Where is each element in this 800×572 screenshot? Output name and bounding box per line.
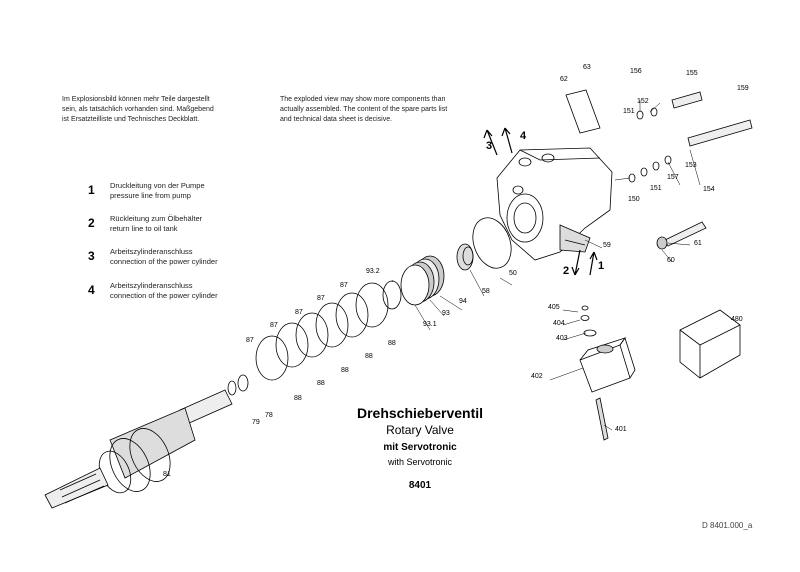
callout: 153 [685, 162, 697, 169]
callout: 87 [270, 322, 278, 329]
legend-num-3: 3 [88, 249, 95, 263]
title-german: Drehschieberventil [356, 405, 484, 421]
callout: 93.2 [366, 268, 380, 275]
callout: 94 [459, 298, 467, 305]
callout: 60 [667, 257, 675, 264]
top-right-parts [628, 91, 753, 250]
port-label-2: 2 [563, 265, 570, 277]
leader-lines [391, 100, 701, 431]
callout: 150 [628, 196, 640, 203]
callout: 403 [556, 335, 568, 342]
solenoid-valve [579, 305, 636, 441]
callout: 62 [560, 76, 568, 83]
callout: 152 [637, 98, 649, 105]
valve-housing [496, 147, 613, 261]
callout: 154 [703, 186, 715, 193]
callout: 159 [737, 85, 749, 92]
callout: 87 [340, 282, 348, 289]
callout: 61 [694, 240, 702, 247]
port-label-4: 4 [520, 130, 527, 142]
control-unit [679, 309, 741, 379]
callout: 151 [650, 185, 662, 192]
valve-spool [400, 255, 445, 306]
callout: 157 [667, 174, 679, 181]
callout: 88 [341, 367, 349, 374]
callout: 155 [686, 70, 698, 77]
callout: 156 [630, 68, 642, 75]
bearing [456, 243, 474, 271]
callout: 50 [509, 270, 517, 277]
port-label-1: 1 [598, 260, 605, 272]
callout: 59 [603, 242, 611, 249]
port-arrows [483, 127, 598, 276]
callout: 81 [163, 471, 171, 478]
callout: 93 [442, 310, 450, 317]
model-code: 8401 [408, 480, 432, 491]
legend-num-1: 1 [88, 183, 95, 197]
callout: 151 [623, 108, 635, 115]
callout: 63 [583, 64, 591, 71]
subtitle-english: with Servotronic [387, 457, 453, 467]
legend-num-4: 4 [88, 283, 95, 297]
callout: 480 [731, 316, 743, 323]
callout: 401 [615, 426, 627, 433]
o-ring-stack [227, 280, 402, 396]
callout: 88 [317, 380, 325, 387]
callout: 88 [365, 353, 373, 360]
callout: 402 [531, 373, 543, 380]
seal-ring-large [472, 217, 512, 269]
note-english: The exploded view may show more componen… [280, 96, 448, 123]
callout: 78 [265, 412, 273, 419]
legend-num-2: 2 [88, 216, 95, 230]
title-english: Rotary Valve [386, 423, 454, 437]
drawing-code: D 8401.000_a [702, 521, 753, 530]
callout: 87 [246, 337, 254, 344]
callout: 87 [295, 309, 303, 316]
subtitle-german: mit Servotronic [383, 442, 457, 453]
input-shaft [44, 389, 233, 509]
callout: 405 [548, 304, 560, 311]
note-german: Im Explosionsbild können mehr Teile darg… [62, 96, 214, 123]
callout: 79 [252, 419, 260, 426]
port-label-3: 3 [486, 140, 493, 152]
callout: 93.1 [423, 321, 437, 328]
cover-plate [565, 89, 601, 134]
callout: 404 [553, 320, 565, 327]
callout: 58 [482, 288, 490, 295]
callout: 87 [317, 295, 325, 302]
callout: 88 [388, 340, 396, 347]
callout: 88 [294, 395, 302, 402]
